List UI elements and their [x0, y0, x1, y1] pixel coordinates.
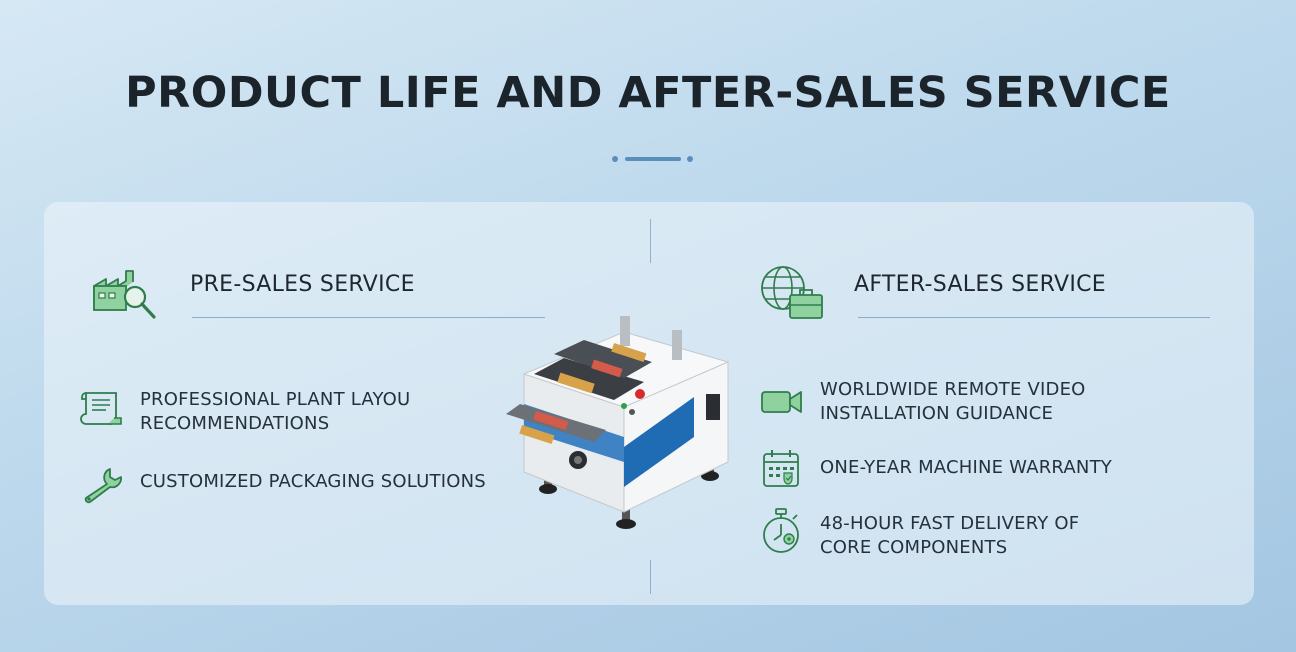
- after-sales-rule: [858, 317, 1210, 318]
- after-sales-item-warranty: ONE-YEAR MACHINE WARRANTY: [820, 457, 1112, 478]
- factory-search-icon: [90, 264, 162, 324]
- document-scroll-icon: [78, 389, 126, 429]
- title-divider: [612, 155, 694, 163]
- column-divider-top: [650, 219, 651, 263]
- after-sales-item-remote-video: WORLDWIDE REMOTE VIDEO INSTALLATION GUID…: [820, 379, 1086, 424]
- wrench-icon: [80, 465, 124, 505]
- page-title: PRODUCT LIFE AND AFTER-SALES SERVICE: [125, 68, 1171, 118]
- globe-briefcase-icon: [758, 263, 826, 321]
- after-sales-item-fast-delivery: 48-HOUR FAST DELIVERY OF CORE COMPONENTS: [820, 513, 1080, 558]
- after-sales-heading: AFTER-SALES SERVICE: [854, 272, 1106, 297]
- pre-sales-item-packaging: CUSTOMIZED PACKAGING SOLUTIONS: [140, 471, 486, 492]
- pre-sales-item-plant-layout: PROFESSIONAL PLANT LAYOU RECOMMENDATIONS: [140, 389, 411, 434]
- column-divider-bottom: [650, 560, 651, 594]
- calendar-check-icon: [762, 449, 800, 489]
- packaging-machine-image: [494, 312, 738, 538]
- pre-sales-rule: [192, 317, 545, 318]
- pre-sales-heading: PRE-SALES SERVICE: [190, 272, 415, 297]
- video-camera-icon: [760, 389, 804, 415]
- stopwatch-gear-icon: [760, 508, 802, 556]
